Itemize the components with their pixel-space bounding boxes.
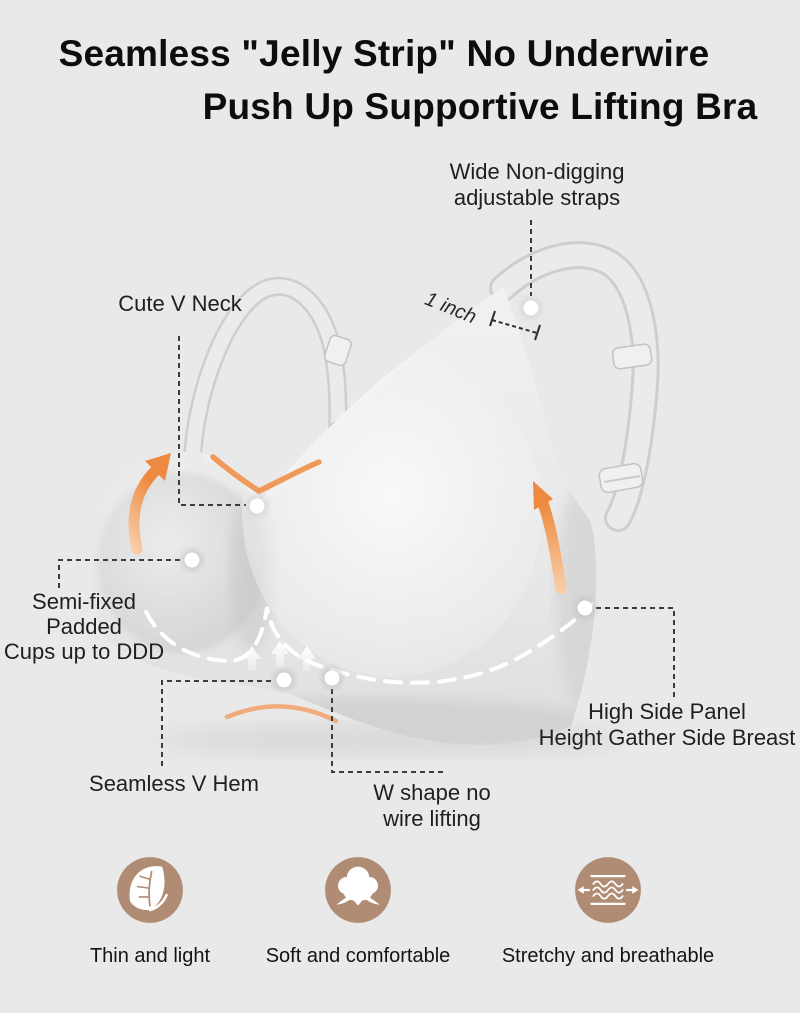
callout-label-hem: Seamless V Hem	[89, 771, 259, 796]
lift-up-arrows	[243, 641, 316, 671]
callout-line-cups	[58, 559, 181, 588]
callout-line-hem	[161, 680, 273, 766]
marker-dot-v-neck	[246, 495, 268, 517]
feature-label: Thin and light	[89, 945, 211, 967]
callout-line-side-panel	[596, 607, 675, 700]
callout-line-w-shape	[331, 689, 447, 773]
feature-label: Stretchy and breathable	[501, 945, 715, 967]
callout-label-w-shape: W shape no wire lifting	[373, 780, 490, 832]
callout-marker-dots	[181, 297, 596, 691]
v-neck-orange-trim	[210, 454, 322, 495]
hem-orange-curve	[224, 704, 339, 724]
marker-dot-w-shape	[321, 667, 343, 689]
left-strap	[183, 276, 354, 468]
side-panel-shade	[556, 480, 597, 710]
callout-straps-line2: adjustable straps	[453, 185, 621, 210]
callout-label-side-panel: High Side Panel Height Gather Side Breas…	[539, 699, 796, 751]
marker-dot-side-panel	[574, 597, 596, 619]
right-strap-slider	[598, 343, 653, 494]
pushup-arrow-left	[128, 453, 171, 555]
callout-label-cups: Semi-fixed Padded Cups up to DDD	[4, 589, 164, 664]
callout-line-v-neck	[178, 336, 246, 506]
leaf-icon	[117, 857, 183, 923]
bra-body	[92, 287, 597, 746]
callout-cups-line2: Padded	[46, 614, 122, 639]
marker-dot-hem	[273, 669, 295, 691]
feature-label: Soft and comfortable	[265, 945, 451, 967]
right-cup-highlight	[242, 347, 542, 677]
feature-thin: Thin and light	[50, 851, 250, 968]
marker-dot-straps	[520, 297, 542, 319]
callout-cups-line3: Cups up to DDD	[3, 639, 165, 664]
stretch-arrows-icon	[575, 857, 641, 923]
page-title-line1: Seamless "Jelly Strip" No Underwire	[58, 33, 710, 74]
marker-dot-cups	[181, 549, 203, 571]
callout-label-v-neck: Cute V Neck	[118, 291, 242, 316]
callout-straps-line1: Wide Non-digging	[449, 159, 625, 184]
callout-w-shape-line1: W shape no	[373, 780, 491, 805]
callout-label-straps: Wide Non-digging adjustable straps	[450, 159, 625, 211]
callout-side-panel-line1: High Side Panel	[588, 699, 746, 724]
callout-cups-line1: Semi-fixed	[32, 589, 136, 614]
one-inch-measure	[489, 310, 541, 341]
callout-side-panel-line2: Height Gather Side Breast	[538, 725, 796, 750]
feature-stretch: Stretchy and breathable	[502, 851, 714, 968]
callout-w-shape-line2: wire lifting	[383, 806, 481, 831]
cotton-icon	[325, 857, 391, 923]
page-title-line2: Push Up Supportive Lifting Bra	[202, 86, 758, 127]
feature-soft: Soft and comfortable	[258, 851, 458, 968]
pushup-arrow-right	[533, 481, 567, 595]
right-strap	[489, 241, 660, 532]
